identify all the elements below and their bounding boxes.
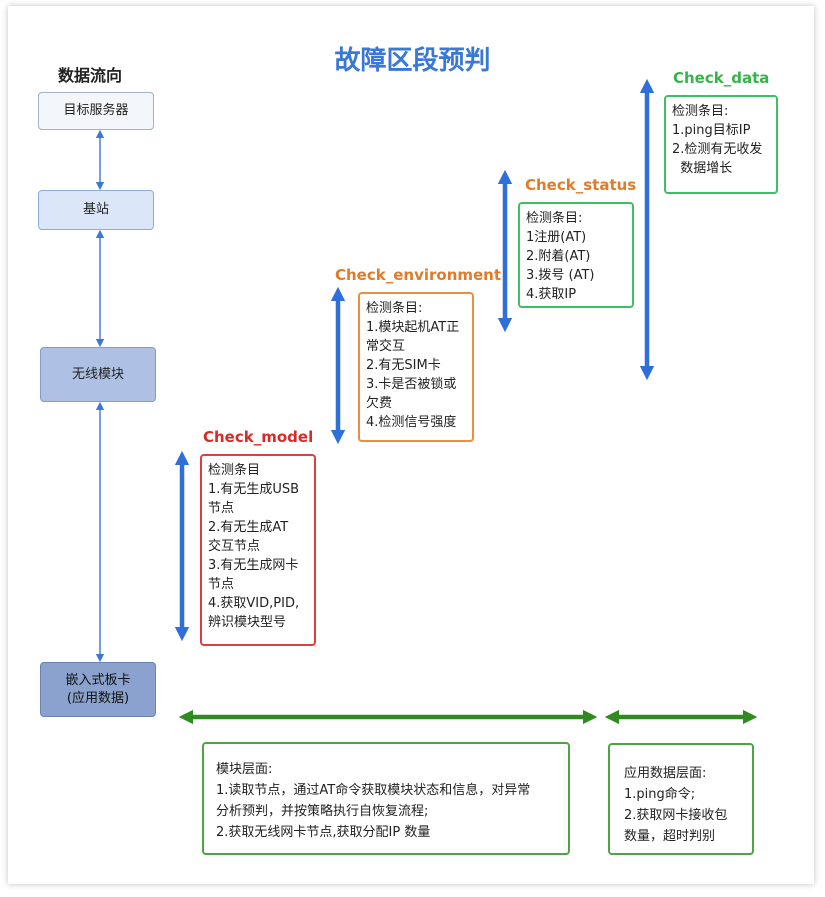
check-status-line: 2.附着(AT) bbox=[526, 249, 591, 264]
check-model-line: 交互节点 bbox=[208, 539, 261, 554]
check-status-line: 1注册(AT) bbox=[526, 230, 587, 245]
node-target-server-label: 目标服务器 bbox=[63, 103, 129, 118]
node-base-station-label: 基站 bbox=[82, 202, 109, 217]
node-embedded-board-label: 嵌入式板卡 bbox=[65, 672, 131, 688]
check-model-line: 1.有无生成USB bbox=[208, 482, 300, 497]
check-environment-label: Check_environment bbox=[335, 266, 502, 284]
check-environment-line: 3.卡是否被锁或 bbox=[366, 377, 457, 392]
node-base-station: 基站 bbox=[38, 190, 154, 230]
check-status-box: 检测条目: 1注册(AT) 2.附着(AT) 3.拨号 (AT) 4.获取IP bbox=[518, 202, 634, 308]
diagram-title: 故障区段预判 bbox=[334, 46, 491, 76]
check-model-line: 检测条目 bbox=[208, 463, 261, 478]
check-model-box: 检测条目 1.有无生成USB 节点 2.有无生成AT 交互节点 3.有无生成网卡… bbox=[200, 454, 316, 646]
node-embedded-board: 嵌入式板卡 (应用数据) bbox=[40, 662, 156, 717]
module-level-line: 1.读取节点，通过AT命令获取模块状态和信息，对异常 bbox=[216, 783, 531, 798]
check-environment-line: 4.检测信号强度 bbox=[366, 415, 457, 430]
check-model-line: 4.获取VID,PID, bbox=[208, 596, 300, 611]
check-model-line: 辨识模块型号 bbox=[208, 615, 287, 630]
check-environment-line: 检测条目: bbox=[366, 301, 423, 316]
check-data-line: 检测条目: bbox=[672, 104, 729, 119]
check-environment-line: 欠费 bbox=[366, 396, 393, 411]
check-status-label: Check_status bbox=[525, 176, 637, 194]
check-model-label: Check_model bbox=[203, 428, 314, 446]
check-environment-line: 1.模块起机AT正 bbox=[366, 320, 460, 335]
check-environment-line: 常交互 bbox=[366, 339, 406, 354]
module-level-line: 2.获取无线网卡节点,获取分配IP 数量 bbox=[216, 825, 431, 840]
module-level-line: 分析预判，并按策略执行自恢复流程; bbox=[216, 804, 429, 819]
data-flow-heading: 数据流向 bbox=[58, 66, 123, 85]
check-model-line: 2.有无生成AT bbox=[208, 520, 289, 535]
app-level-box: 应用数据层面: 1.ping命令; 2.获取网卡接收包 数量，超时判别 bbox=[608, 743, 754, 855]
check-status-line: 检测条目: bbox=[526, 211, 583, 226]
node-target-server: 目标服务器 bbox=[38, 92, 154, 130]
check-data-line: 2.检测有无收发 bbox=[672, 142, 763, 157]
check-data-line: 1.ping目标IP bbox=[672, 123, 751, 138]
check-environment-line: 2.有无SIM卡 bbox=[366, 358, 441, 373]
app-level-line: 1.ping命令; bbox=[624, 787, 696, 802]
app-level-line: 应用数据层面: bbox=[624, 766, 707, 781]
check-data-label: Check_data bbox=[673, 69, 770, 87]
node-wireless-module: 无线模块 bbox=[40, 347, 156, 402]
node-embedded-board-sublabel: (应用数据) bbox=[66, 690, 130, 706]
module-level-box: 模块层面: 1.读取节点，通过AT命令获取模块状态和信息，对异常 分析预判，并按… bbox=[202, 742, 570, 855]
node-wireless-module-label: 无线模块 bbox=[71, 366, 124, 382]
app-level-line: 数量，超时判别 bbox=[624, 829, 716, 844]
app-level-line: 2.获取网卡接收包 bbox=[624, 808, 728, 823]
check-model-line: 3.有无生成网卡 bbox=[208, 558, 299, 573]
check-model-line: 节点 bbox=[208, 577, 235, 592]
check-data-box: 检测条目: 1.ping目标IP 2.检测有无收发 数据增长 bbox=[664, 95, 778, 194]
check-status-line: 3.拨号 (AT) bbox=[526, 268, 595, 283]
check-environment-box: 检测条目: 1.模块起机AT正 常交互 2.有无SIM卡 3.卡是否被锁或 欠费… bbox=[358, 292, 474, 442]
check-status-line: 4.获取IP bbox=[526, 287, 577, 302]
module-level-line: 模块层面: bbox=[216, 762, 273, 777]
check-data-line: 数据增长 bbox=[672, 161, 733, 176]
check-model-line: 节点 bbox=[208, 501, 235, 516]
